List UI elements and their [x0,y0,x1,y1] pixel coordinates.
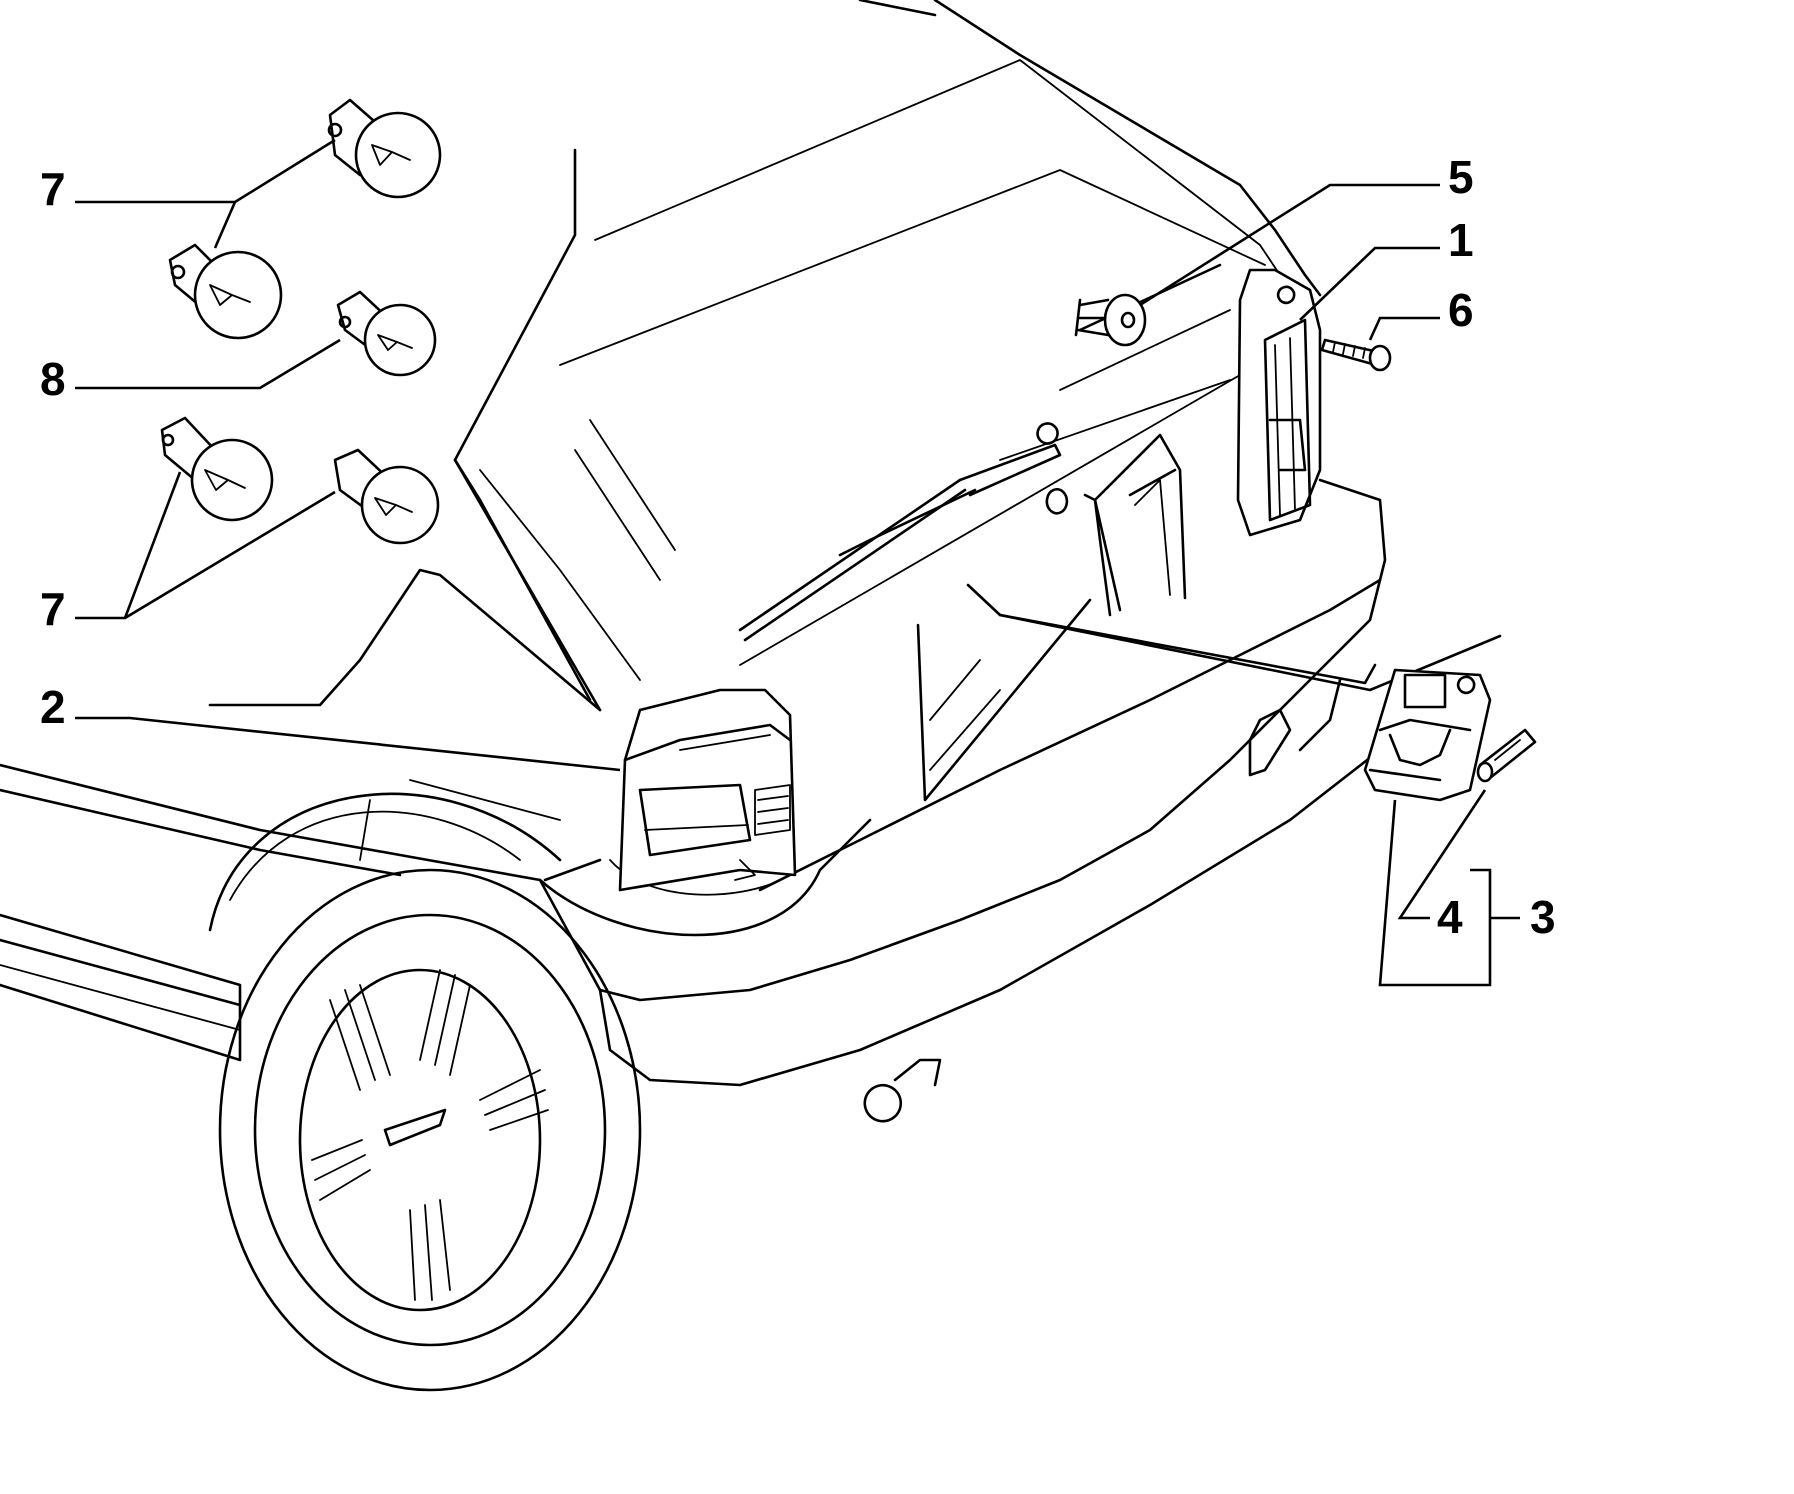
clip-fastener [1074,293,1147,347]
bulb-mid-8 [336,290,437,377]
label-three: 3 [1530,891,1556,943]
car-body [0,0,1502,1392]
label-five: 5 [1448,151,1474,203]
bulb-top-1 [327,98,442,199]
rear-tail-light-left [618,688,797,892]
license-plate-lamp [1363,668,1492,802]
label-four: 4 [1437,891,1463,943]
bulb-low-1 [160,416,274,522]
bulb-top-2 [168,243,283,340]
bulb-low-2 [333,448,440,545]
leader-lines [75,138,1520,987]
rear-tail-light-right [1236,268,1322,537]
callout-labels: 7 8 7 2 5 1 6 4 3 [40,151,1556,943]
label-one: 1 [1448,214,1474,266]
rear-wiper [738,422,1069,642]
label-eight: 8 [40,353,66,405]
screw [1320,338,1392,372]
label-seven-top: 7 [40,163,66,215]
label-six: 6 [1448,284,1474,336]
label-two: 2 [40,681,66,733]
festoon-bulb [1476,728,1537,783]
label-seven-bottom: 7 [40,583,66,635]
